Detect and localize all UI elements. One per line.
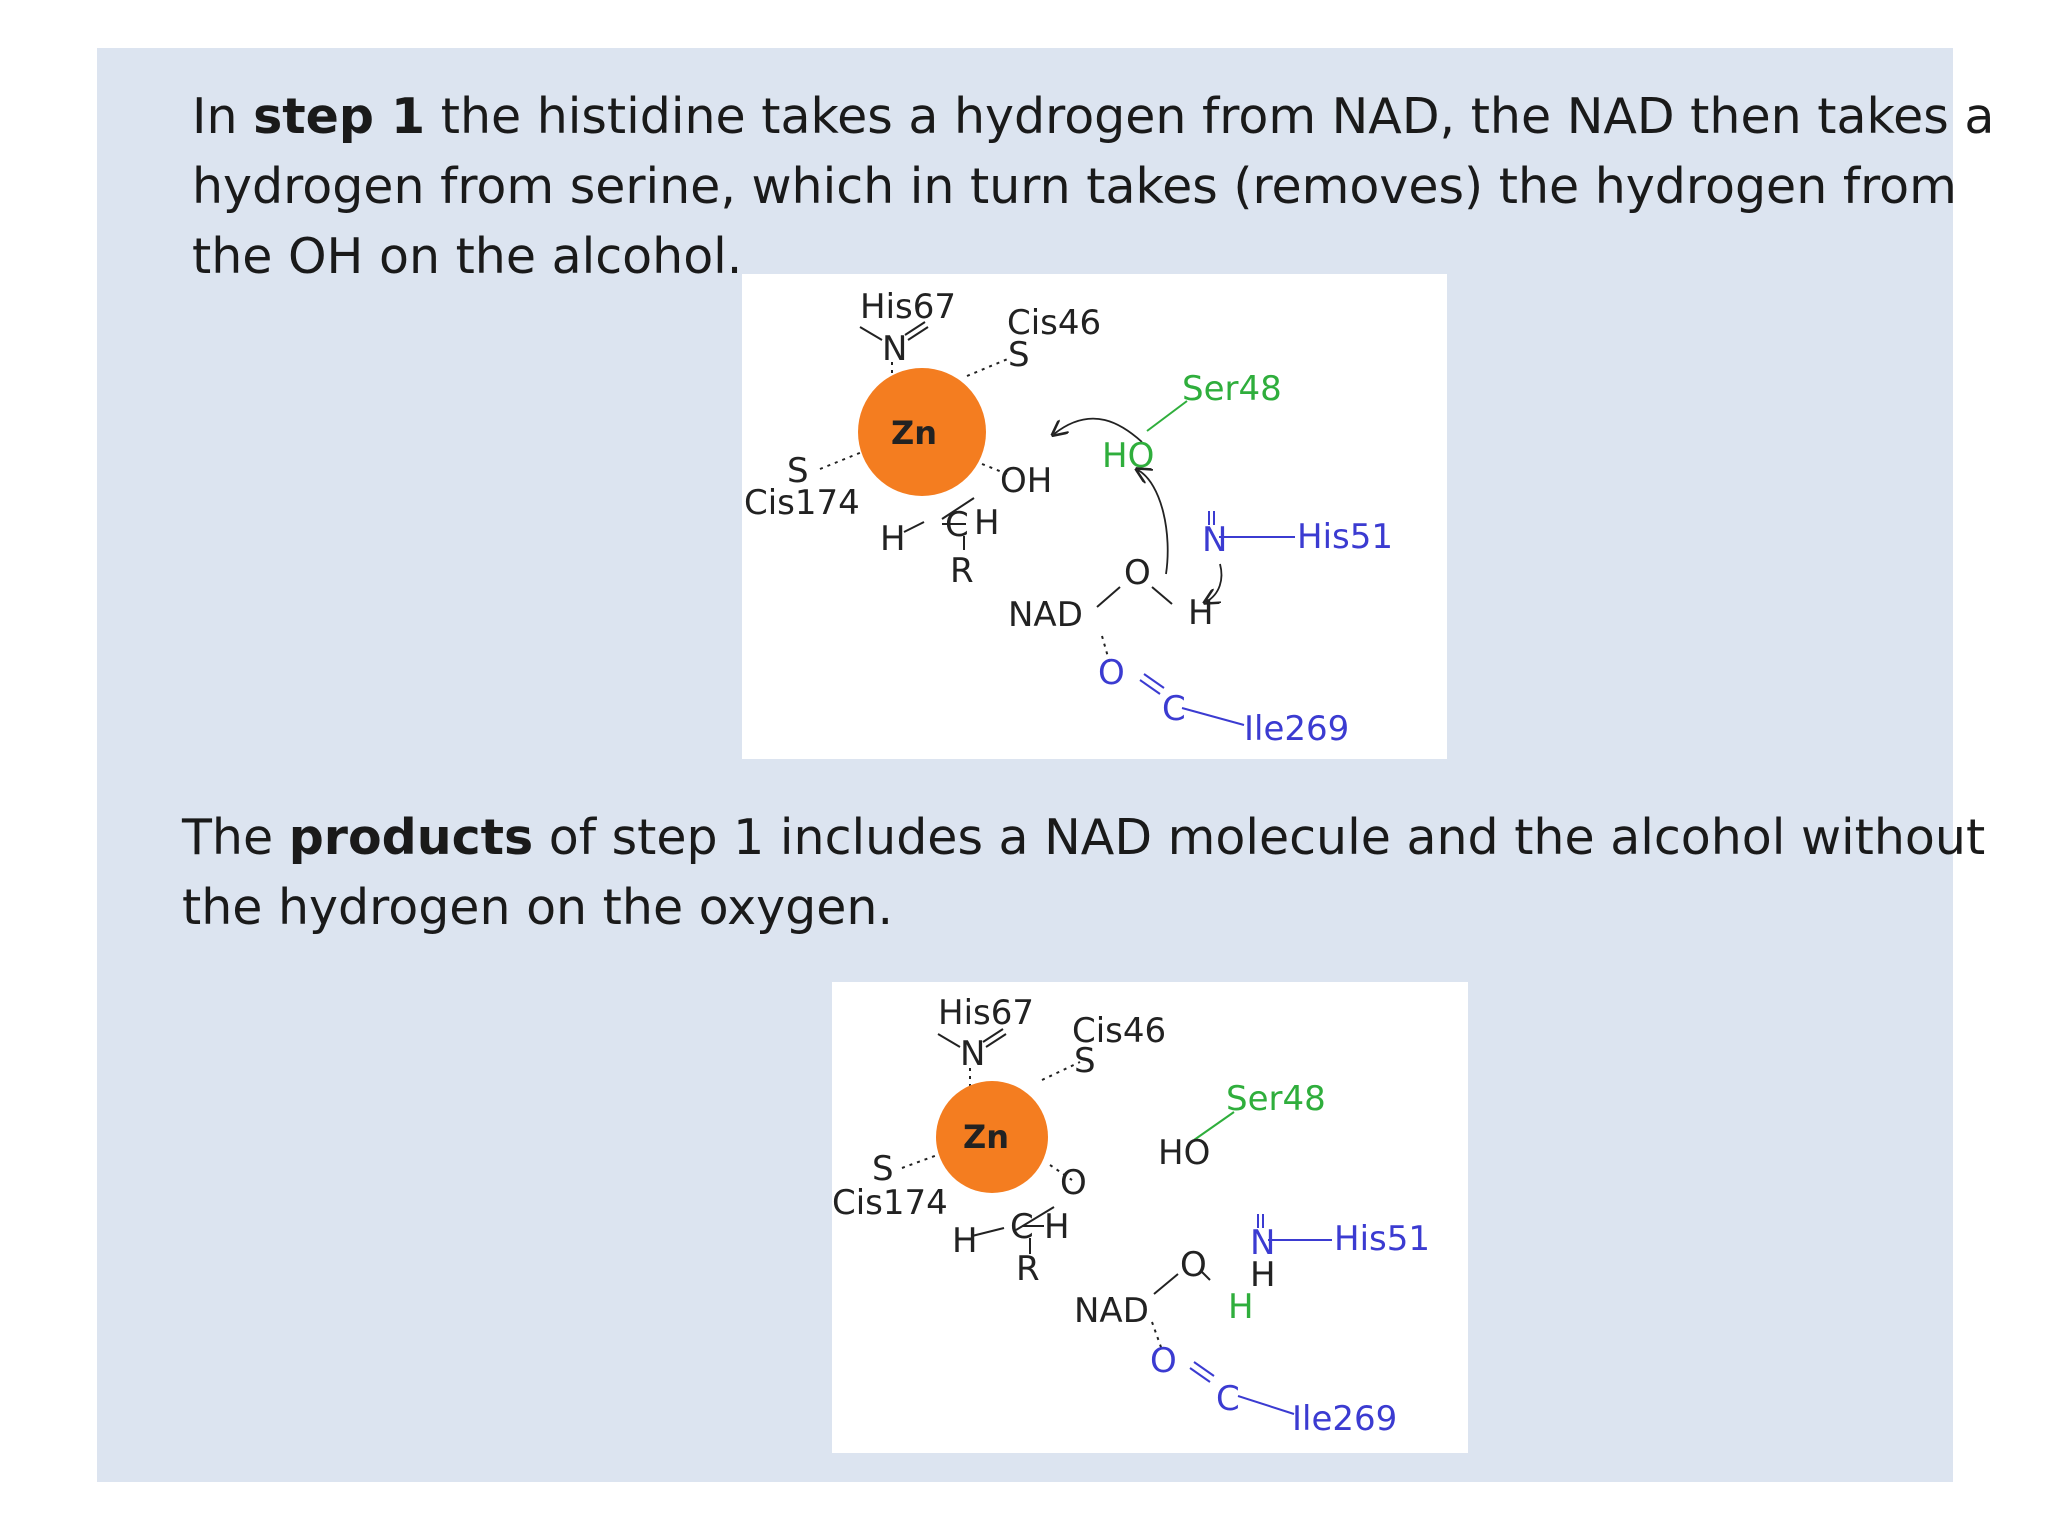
his67-label: His67	[860, 287, 956, 327]
ile269-carbon: C	[1162, 689, 1186, 729]
cis46-label: Cis46	[1072, 1011, 1166, 1051]
alcohol-r-group: R	[1016, 1249, 1040, 1289]
zinc-label: Zn	[963, 1118, 1009, 1156]
alcohol-hydrogen-right: H	[974, 503, 1000, 543]
mechanism-svg: His67 N Cis46 S Zn Ser48 HO S Cis174 OH …	[744, 287, 1393, 749]
bold-term: step 1	[253, 88, 426, 145]
nad-label: NAD	[1074, 1291, 1149, 1331]
ile269-label: Ile269	[1292, 1399, 1397, 1439]
cis46-sulfur: S	[1074, 1041, 1096, 1081]
text-run: The	[182, 809, 289, 866]
alcohol-carbon: C	[945, 505, 969, 545]
products-svg: His67 N Cis46 S Zn Ser48 HO S Cis174 O H…	[832, 993, 1430, 1439]
his51-hydrogen: H	[1250, 1255, 1276, 1295]
nad-label: NAD	[1008, 595, 1083, 635]
step1-line-3: the OH on the alcohol.	[192, 228, 743, 285]
ser48-label: Ser48	[1182, 369, 1282, 409]
his51-label: His51	[1334, 1219, 1430, 1259]
ile269-carbon: C	[1216, 1379, 1240, 1419]
alcohol-hydrogen-left: H	[880, 519, 906, 559]
ile269-label: Ile269	[1244, 709, 1349, 749]
alcohol-hydrogen-right: H	[1044, 1207, 1070, 1247]
alcohol-hydrogen-left: H	[952, 1221, 978, 1261]
his67-label: His67	[938, 993, 1034, 1033]
alcohol-r-group: R	[950, 551, 974, 591]
ile269-oxygen: O	[1150, 1341, 1177, 1381]
step1-line-1: In step 1 the histidine takes a hydrogen…	[192, 82, 1994, 152]
alcohol-carbon: C	[1010, 1207, 1034, 1247]
his51-label: His51	[1297, 517, 1393, 557]
products-line-1: The products of step 1 includes a NAD mo…	[182, 803, 1985, 873]
zinc-atom	[858, 368, 986, 496]
text-run: of step 1 includes a NAD molecule and th…	[533, 809, 1986, 866]
cis174-label: Cis174	[832, 1183, 948, 1223]
ile269-oxygen: O	[1098, 653, 1125, 693]
text-run: the histidine takes a hydrogen from NAD,…	[425, 88, 1995, 145]
nad-oxygen: O	[1180, 1245, 1207, 1285]
cis174-sulfur: S	[872, 1149, 894, 1189]
nad-oxygen: O	[1124, 553, 1151, 593]
cis46-label: Cis46	[1007, 303, 1101, 343]
his51-hydrogen: H	[1188, 593, 1214, 633]
transferred-hydrogen: H	[1228, 1287, 1254, 1327]
ser48-hydroxyl: HO	[1102, 436, 1154, 476]
zinc-atom	[936, 1081, 1048, 1193]
ser48-label: Ser48	[1226, 1079, 1326, 1119]
products-line-2: the hydrogen on the oxygen.	[182, 879, 894, 936]
text-run: In	[192, 88, 254, 145]
his51-nitrogen: N	[1202, 520, 1227, 560]
his67-nitrogen: N	[960, 1034, 985, 1074]
zinc-label: Zn	[891, 414, 937, 452]
cis174-sulfur: S	[787, 451, 809, 491]
his67-nitrogen: N	[882, 329, 907, 369]
his51-nitrogen: N	[1250, 1223, 1275, 1263]
products-description: The products of step 1 includes a NAD mo…	[182, 803, 1985, 943]
step1-mechanism-diagram: His67 N Cis46 S Zn Ser48 HO S Cis174 OH …	[742, 274, 1447, 759]
cis46-sulfur: S	[1008, 335, 1030, 375]
alcohol-hydroxyl: OH	[1000, 461, 1052, 501]
step1-line-2: hydrogen from serine, which in turn take…	[192, 158, 1957, 215]
step1-description: In step 1 the histidine takes a hydrogen…	[192, 82, 1994, 292]
products-mechanism-diagram: His67 N Cis46 S Zn Ser48 HO S Cis174 O H…	[832, 982, 1468, 1453]
ser48-hydroxyl: HO	[1158, 1133, 1210, 1173]
alkoxide-oxygen: O	[1060, 1163, 1087, 1203]
bold-term: products	[288, 809, 534, 866]
cis174-label: Cis174	[744, 483, 860, 523]
